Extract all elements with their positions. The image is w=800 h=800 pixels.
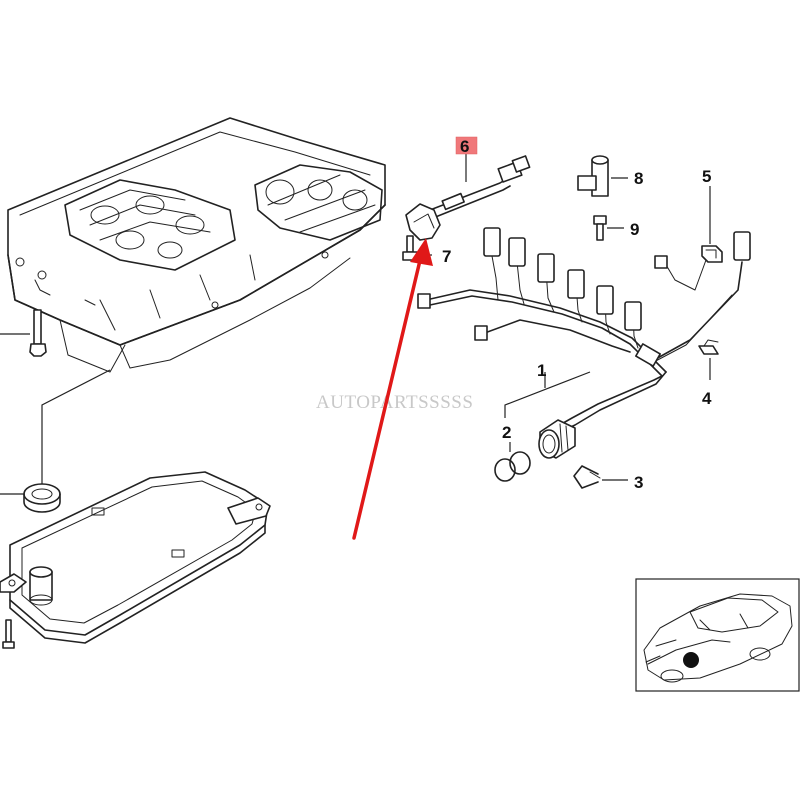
filter-screw [2,619,15,649]
callout-8: 8 [634,169,643,188]
callout-3: 3 [634,473,643,492]
red-pointer-arrow [352,238,433,540]
component-location-marker [683,652,699,668]
sedan-outline [643,593,793,683]
cable-clip-part [698,339,719,380]
valve-body [7,117,386,373]
callout-5: 5 [702,167,711,186]
valve-body-bolt [0,309,47,357]
sensor-screw-part [593,215,624,241]
callout-2: 2 [502,423,511,442]
connector-holder-part [701,186,723,263]
watermark: AUTOPARTSSSSS [316,392,473,413]
callout-6: 6 [460,137,469,156]
oil-filter-pan [0,471,271,644]
wiring-harness-part [417,227,751,459]
callout-9: 9 [630,220,639,239]
filter-seal [0,483,61,513]
callout-1: 1 [537,361,546,380]
retaining-clip-part [573,465,628,489]
speed-sensor-part [405,155,531,241]
callout-4: 4 [702,389,712,408]
callout-7: 7 [442,247,451,266]
o-ring-pair-part [494,442,531,482]
vehicle-location-inset [635,578,800,692]
part-6-highlight [455,136,478,155]
output-speed-sensor-part [577,155,628,197]
